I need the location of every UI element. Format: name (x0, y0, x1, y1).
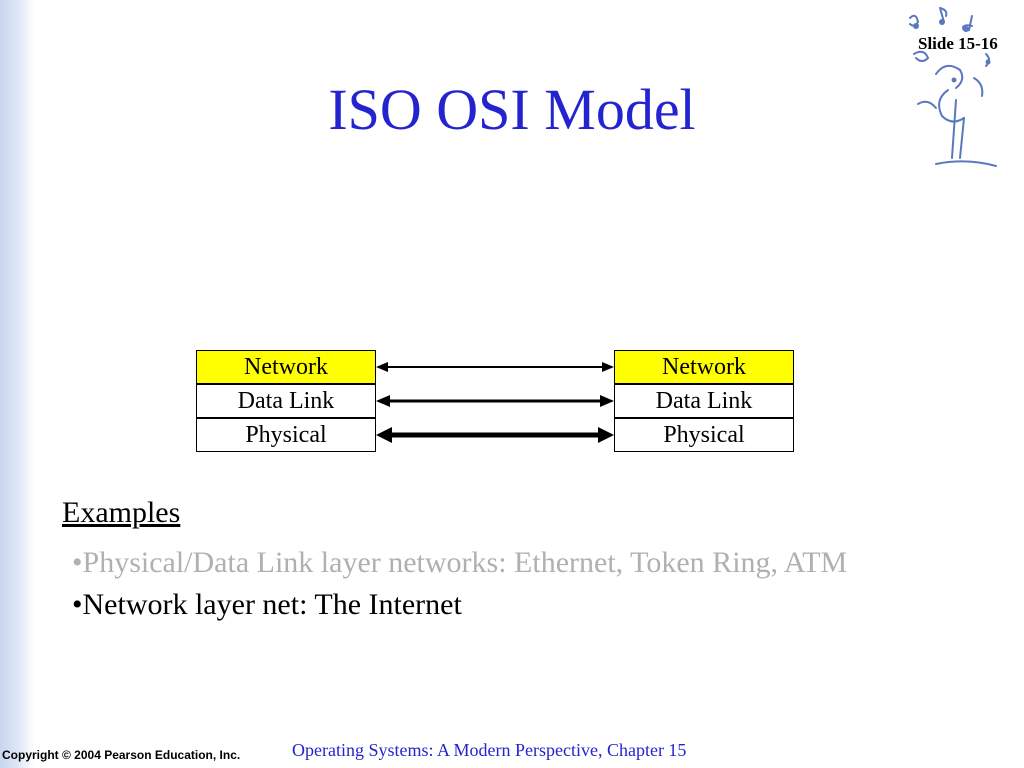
footer-book-title: Operating Systems: A Modern Perspective,… (292, 740, 687, 760)
right-network-layer: Network (614, 350, 794, 384)
examples-heading: Examples (62, 496, 181, 529)
bullet-physical-data-link: •Physical/Data Link layer networks: Ethe… (72, 546, 848, 579)
left-data-link-layer: Data Link (196, 384, 376, 418)
music-figure-logo-icon (909, 7, 997, 167)
left-gradient-bar (0, 0, 34, 768)
slide-number: Slide 15-16 (918, 34, 998, 53)
physical-link-arrow (376, 427, 614, 443)
data-link-arrow (376, 395, 614, 407)
right-physical-layer: Physical (614, 418, 794, 452)
copyright-text: Copyright © 2004 Pearson Education, Inc. (2, 748, 241, 762)
left-physical-layer: Physical (196, 418, 376, 452)
slide-title: ISO OSI Model (328, 77, 696, 142)
network-link-arrow (376, 362, 614, 372)
bullet-network-layer: •Network layer net: The Internet (72, 588, 462, 621)
left-network-layer: Network (196, 350, 376, 384)
layer-arrows (376, 362, 614, 443)
right-data-link-layer: Data Link (614, 384, 794, 418)
